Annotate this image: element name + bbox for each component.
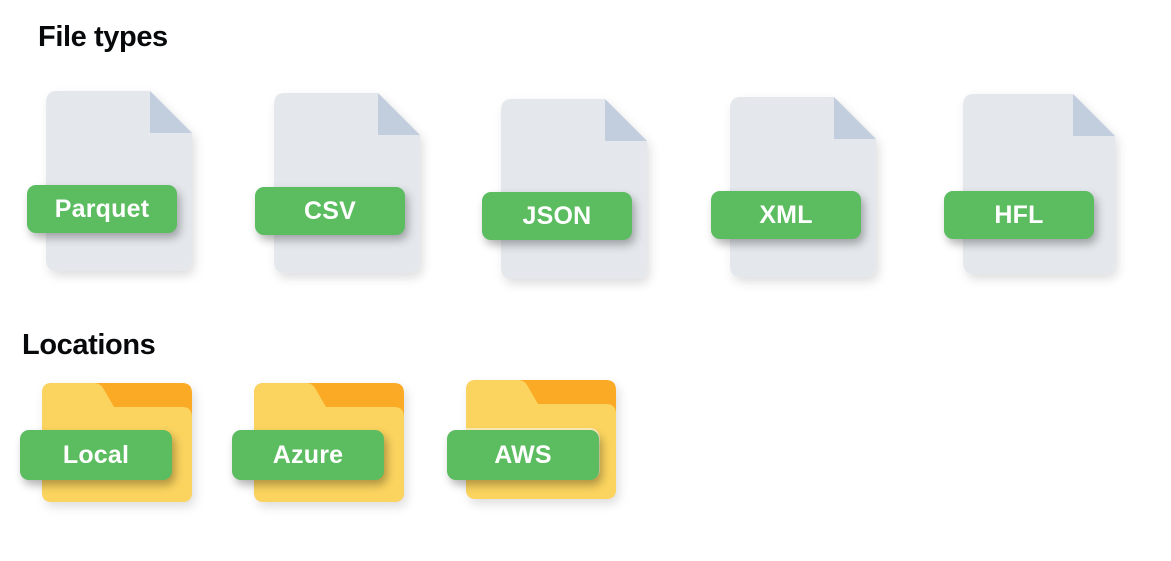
file-document-icon	[730, 97, 876, 277]
file-type-badge-parquet[interactable]: Parquet	[27, 185, 177, 233]
badge-label: XML	[759, 200, 813, 229]
badge-label: CSV	[303, 196, 356, 225]
badge-label: JSON	[522, 201, 592, 230]
file-type-badge-csv[interactable]: CSV	[255, 187, 405, 235]
badge-label: HFL	[994, 200, 1044, 229]
location-badge-local[interactable]: Local	[20, 430, 172, 480]
page-title-file-types: File types	[38, 21, 168, 53]
file-type-badge-hfl[interactable]: HFL	[944, 191, 1094, 239]
file-type-badge-json[interactable]: JSON	[482, 192, 632, 240]
badge-label: AWS	[494, 440, 552, 469]
badge-label: Local	[62, 440, 130, 469]
file-document-icon	[501, 99, 647, 279]
file-document-icon	[274, 93, 420, 273]
location-badge-azure[interactable]: Azure	[232, 430, 384, 480]
file-type-badge-xml[interactable]: XML	[711, 191, 861, 239]
file-document-icon	[963, 94, 1115, 274]
page-title-locations: Locations	[22, 329, 156, 361]
location-badge-aws[interactable]: AWS	[447, 430, 599, 480]
badge-label: Azure	[272, 440, 344, 469]
badge-label: Parquet	[54, 194, 150, 223]
file-document-icon	[46, 91, 192, 271]
